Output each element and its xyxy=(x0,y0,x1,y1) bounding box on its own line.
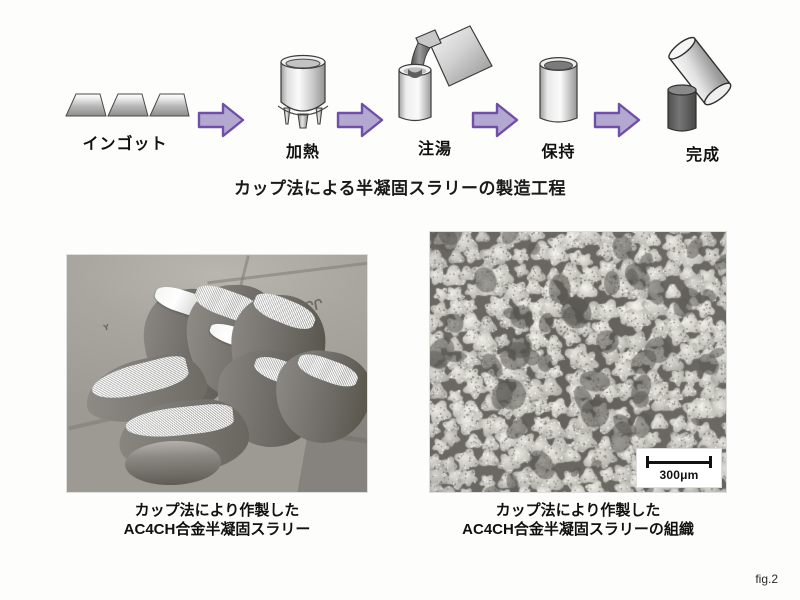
furnace-icon xyxy=(248,44,358,134)
process-step-label: 注湯 xyxy=(417,141,452,158)
process-step-ingot: インゴット xyxy=(60,74,190,154)
slurry-billet-icon xyxy=(638,34,768,139)
right-photo-caption: カップ法により作製した AC4CH合金半凝固スラリーの組織 xyxy=(430,501,726,539)
process-flow-caption: カップ法による半凝固スラリーの製造工程 xyxy=(234,179,566,198)
process-step-heating: 加熱 xyxy=(248,44,358,162)
left-caption-line-2: AC4CH合金半凝固スラリー xyxy=(123,521,311,538)
flow-arrow-right-icon xyxy=(196,100,246,140)
right-caption-line-1: カップ法により作製した xyxy=(495,502,661,519)
left-photo-caption: カップ法により作製した AC4CH合金半凝固スラリー xyxy=(67,501,367,539)
process-step-pouring: 注湯 xyxy=(375,20,495,159)
process-step-complete: 完成 xyxy=(638,34,768,165)
flow-arrow-right-icon xyxy=(592,100,642,140)
cup-hold-icon xyxy=(506,46,611,134)
scale-bar-graphic xyxy=(646,456,712,468)
metal-ingots-icon xyxy=(60,74,190,120)
billet-photo-image: ՐՐ ՐՐ ʏ xyxy=(67,255,367,492)
ladle-pour-icon xyxy=(375,20,495,135)
flow-arrow-right-icon xyxy=(470,100,520,140)
process-step-label: 完成 xyxy=(685,147,720,164)
right-caption-line-2: AC4CH合金半凝固スラリーの組織 xyxy=(462,521,694,538)
process-flow-diagram: インゴット xyxy=(0,22,800,167)
scale-bar-label: 300μm xyxy=(659,468,699,482)
process-step-label: 保持 xyxy=(541,144,576,161)
left-caption-line-1: カップ法により作製した xyxy=(134,502,300,519)
microstructure-photo-image: 300μm xyxy=(430,232,726,492)
figure-number-label: fig.2 xyxy=(755,572,778,586)
process-step-label: インゴット xyxy=(82,136,168,153)
left-photo-panel: ՐՐ ՐՐ ʏ xyxy=(67,255,367,539)
right-photo-panel: 300μm カップ法により作製した AC4CH合金半凝固スラリーの組織 xyxy=(430,232,726,539)
process-step-holding: 保持 xyxy=(506,46,611,162)
process-step-label: 加熱 xyxy=(285,144,320,161)
flow-arrow-right-icon xyxy=(335,100,385,140)
scale-bar: 300μm xyxy=(636,448,722,488)
